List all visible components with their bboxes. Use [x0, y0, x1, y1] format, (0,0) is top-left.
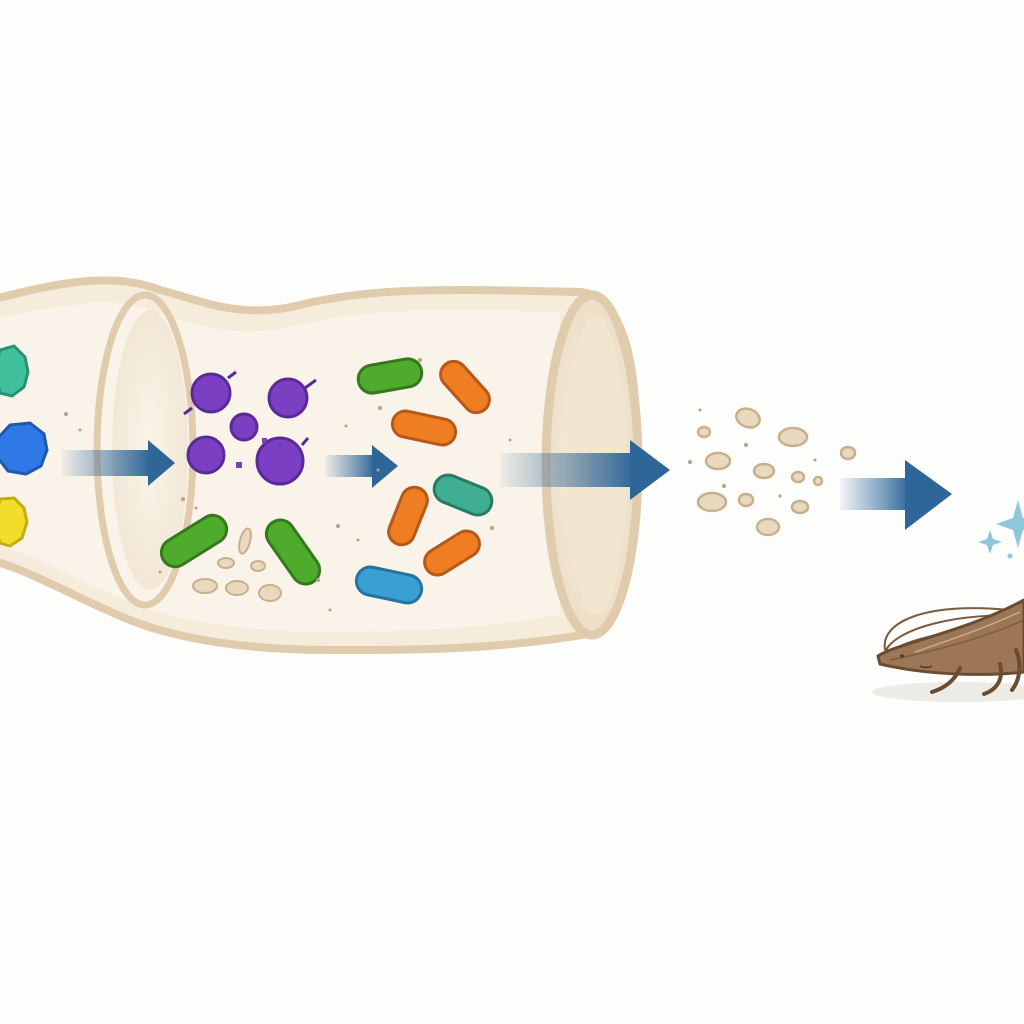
particle	[696, 491, 728, 513]
residue-particles	[696, 407, 857, 537]
arrow-2	[325, 445, 398, 488]
orange-bacillus	[439, 359, 491, 415]
arrow-4	[840, 460, 952, 530]
blue-octagon	[0, 421, 49, 476]
sparkle-icon	[978, 500, 1024, 559]
tube	[0, 276, 643, 654]
particle	[225, 580, 249, 596]
purple-coccus	[267, 377, 309, 419]
particle	[839, 445, 857, 461]
purple-coccus	[229, 412, 259, 442]
purple-coccus	[190, 372, 232, 414]
teal-bacillus	[432, 473, 494, 517]
particle	[192, 578, 218, 594]
green-bacillus	[356, 357, 424, 395]
particle	[790, 470, 806, 484]
orange-bacillus	[423, 529, 481, 577]
particle	[238, 527, 252, 555]
input-molecules	[0, 344, 49, 548]
particle	[790, 499, 810, 515]
orange-bacillus	[387, 485, 429, 547]
green-bacillus	[264, 518, 322, 586]
particle	[258, 584, 282, 602]
particle	[696, 425, 712, 439]
flow-arrows	[62, 440, 952, 530]
particle	[755, 517, 781, 537]
green-bacillus	[159, 513, 229, 569]
tube-residue	[192, 527, 282, 602]
particle	[217, 557, 235, 569]
particle	[812, 475, 824, 487]
orange-bacillus	[390, 409, 458, 447]
rod-bacteria	[159, 357, 494, 605]
purple-coccus	[186, 435, 226, 475]
particle	[777, 426, 809, 448]
particle	[752, 462, 776, 480]
arrow-1	[62, 440, 175, 486]
tube-specks	[64, 358, 512, 612]
purple-cocci-cluster	[183, 370, 317, 486]
particle	[737, 492, 755, 508]
particle	[704, 451, 732, 471]
blue-bacillus	[354, 565, 424, 605]
insect-icon	[872, 598, 1024, 702]
residue-specks	[688, 408, 817, 498]
purple-coccus	[255, 436, 305, 486]
arrow-3	[500, 440, 670, 500]
particle	[250, 560, 266, 572]
particle	[735, 407, 761, 429]
teal-octagon	[0, 344, 30, 398]
yellow-octagon	[0, 496, 29, 548]
